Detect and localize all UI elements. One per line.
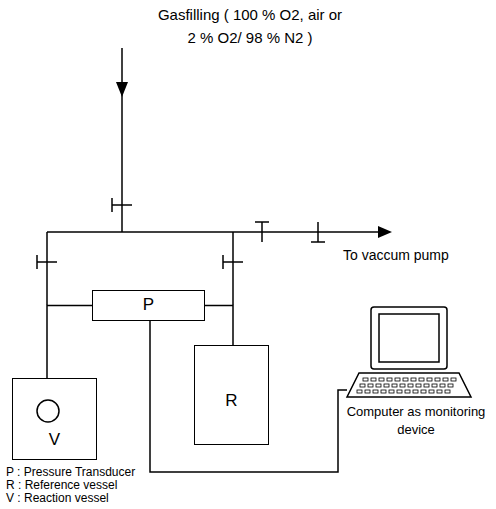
vessel-sample-circle (13, 379, 98, 429)
key-entry: R : Reference vessel (6, 479, 266, 492)
vessel-letter: R (225, 390, 237, 413)
key-entry: P : Pressure Transducer (6, 466, 266, 479)
signal-cable (150, 321, 347, 472)
gas-filling-note: Gasfilling ( 100 % O2, air or 2 % O2/ 98… (155, 4, 345, 49)
manifold-line (47, 231, 380, 233)
right-riser (232, 232, 234, 305)
gas-tube (205, 306, 233, 346)
laptop-icon (345, 305, 475, 401)
transducer-box: P (92, 290, 205, 321)
reference-vessel: R (194, 345, 269, 445)
valve-symbol (255, 222, 269, 242)
valve-symbol (37, 255, 57, 269)
valve-symbol (223, 255, 243, 269)
vacuum-arrowhead (378, 226, 392, 238)
computer-monitor: Computer as monitoring device (345, 305, 487, 447)
reaction-vessel: V (12, 378, 97, 460)
vacuum-label: To vaccum pump (343, 248, 493, 263)
vessel-letter: V (49, 429, 60, 452)
vessel-letter: P (143, 294, 154, 317)
valve-symbol (112, 198, 132, 212)
left-riser (46, 232, 48, 305)
gas-tube (47, 306, 92, 379)
valve-symbol (311, 222, 325, 242)
key-entry: V : Reaction vessel (6, 492, 266, 505)
device-caption: Computer as monitoring device (345, 403, 487, 438)
gas-flow-arrowhead (116, 82, 128, 97)
